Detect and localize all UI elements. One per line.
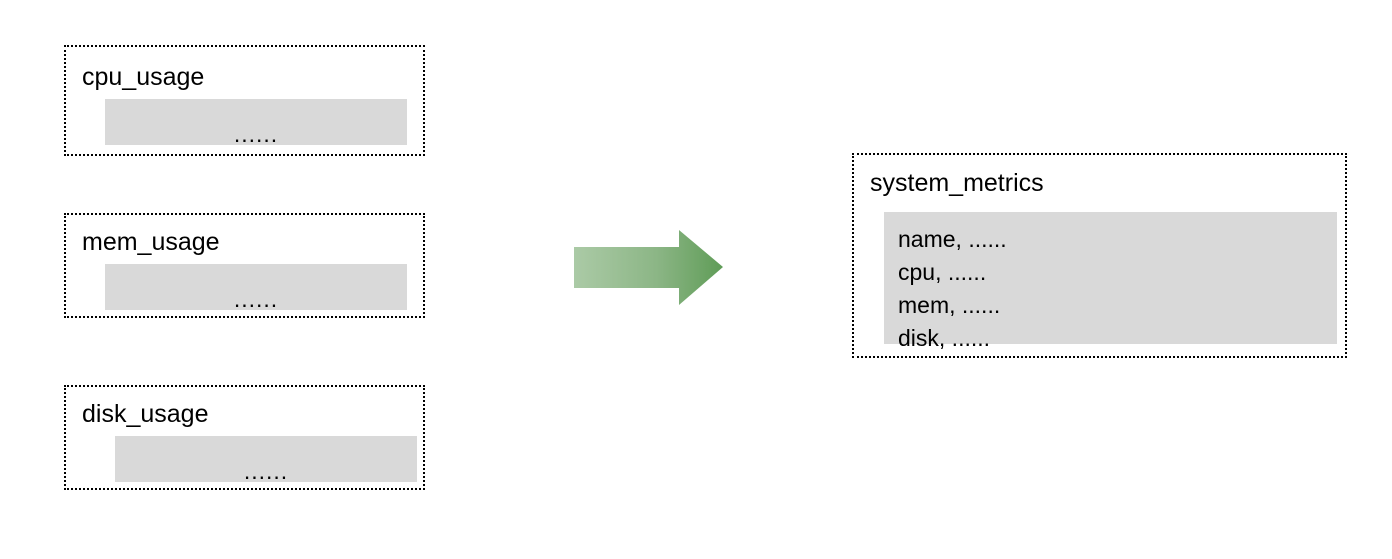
source-node-cpu-usage[interactable]: cpu_usage ...... (64, 45, 425, 156)
source-node-disk-usage[interactable]: disk_usage ...... (64, 385, 425, 490)
target-payload-line: name, ...... (898, 226, 1007, 252)
source-node-payload: ...... (105, 264, 407, 312)
arrow-right-icon (574, 230, 723, 305)
target-node-system-metrics[interactable]: system_metrics name, ...... cpu, ...... … (852, 153, 1347, 358)
payload-ellipsis: ...... (243, 458, 289, 484)
source-node-title: mem_usage (82, 228, 220, 256)
payload-ellipsis: ...... (233, 121, 279, 147)
source-node-title: cpu_usage (82, 63, 205, 91)
target-payload-line: disk, ...... (898, 325, 991, 351)
source-node-title: disk_usage (82, 400, 209, 428)
source-node-payload: ...... (115, 436, 417, 484)
payload-ellipsis: ...... (233, 286, 279, 312)
source-node-mem-usage[interactable]: mem_usage ...... (64, 213, 425, 318)
target-payload-line-list: name, ...... cpu, ...... mem, ...... dis… (898, 223, 1007, 355)
target-node-payload: name, ...... cpu, ...... mem, ...... dis… (884, 212, 1337, 351)
target-node-title: system_metrics (870, 169, 1044, 197)
source-node-payload: ...... (105, 99, 407, 147)
target-payload-line: mem, ...... (898, 292, 1001, 318)
target-payload-line: cpu, ...... (898, 259, 987, 285)
